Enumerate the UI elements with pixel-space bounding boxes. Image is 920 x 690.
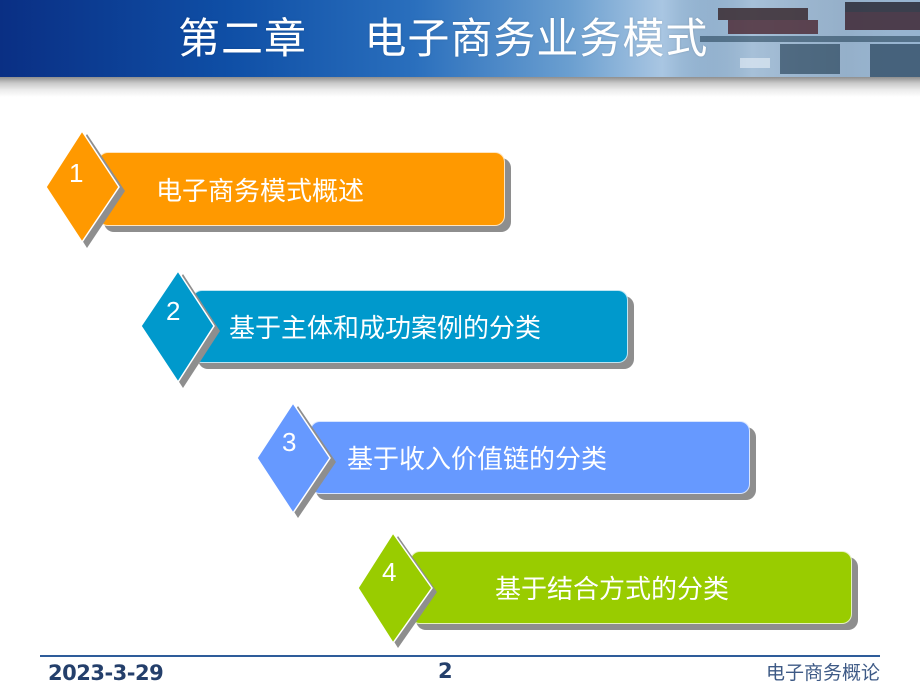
agenda-bar-4[interactable]: 基于结合方式的分类 [410,551,852,624]
item-number-2: 2 [166,296,181,326]
agenda-bar-2[interactable]: 基于主体和成功案例的分类 [192,290,628,363]
agenda-label-3: 基于收入价值链的分类 [347,445,608,475]
agenda-label-4: 基于结合方式的分类 [495,575,730,605]
footer-course-title: 电子商务概论 [765,662,880,684]
item-number-1: 1 [69,158,84,188]
diamond-number-badge-3: 3 [256,401,336,518]
agenda-label-2: 基于主体和成功案例的分类 [229,314,542,344]
slide-title: 第二章 电子商务业务模式 [178,14,709,63]
slide-header-banner: 第二章 电子商务业务模式 [0,0,920,77]
agenda-bar-3[interactable]: 基于收入价值链的分类 [310,421,750,494]
agenda-label-1: 电子商务模式概述 [156,176,365,207]
agenda-bar-1[interactable]: 电子商务模式概述 [98,152,505,226]
item-number-3: 3 [282,427,297,457]
item-number-4: 4 [382,557,397,587]
diamond-number-badge-2: 2 [140,269,220,388]
footer-page-number: 2 [438,659,453,683]
footer-date: 2023-3-29 [48,661,164,685]
diamond-number-badge-1: 1 [45,129,125,248]
header-shadow [0,77,920,97]
circuit-board-image [680,0,920,77]
diamond-number-badge-4: 4 [357,531,437,648]
footer-divider [40,655,880,657]
